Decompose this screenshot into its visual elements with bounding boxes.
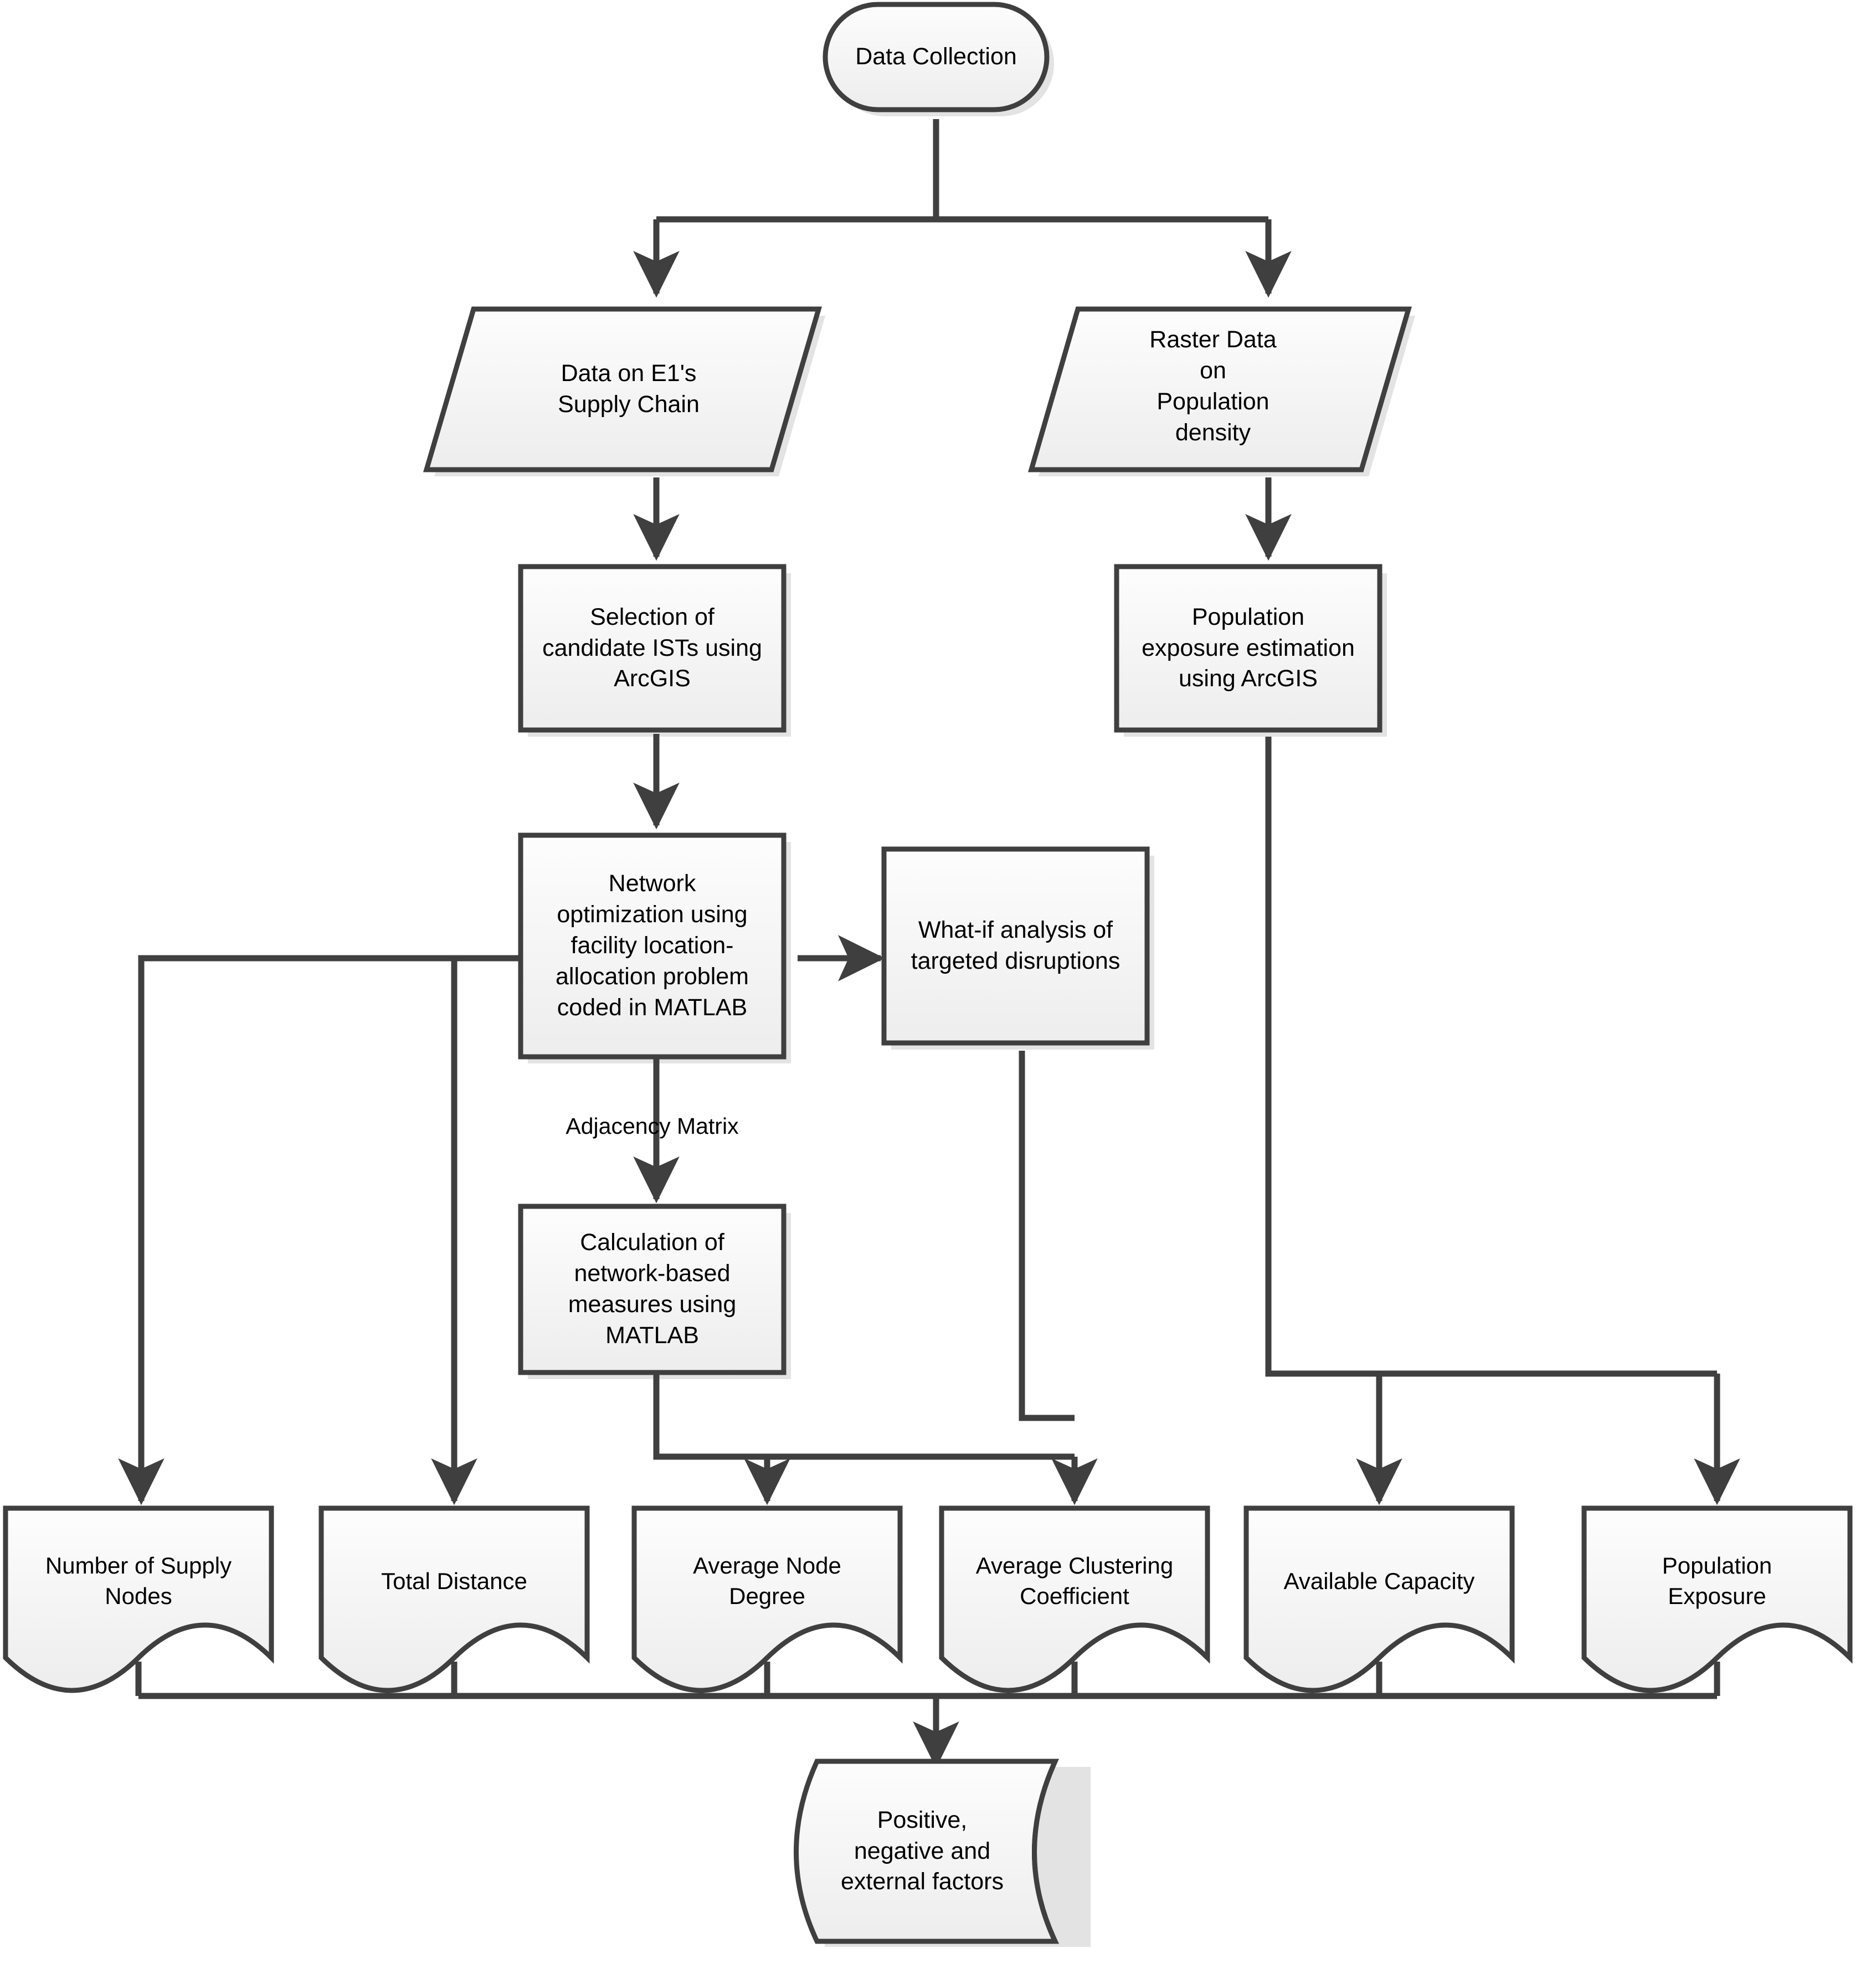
node-shape-available-capacity (1243, 1505, 1515, 1693)
edge-whatif-to-avg-clustering (1019, 1051, 1075, 1421)
node-shape-population-exposure (1581, 1505, 1853, 1693)
node-shape-network-optimization (518, 832, 787, 1060)
node-shape-what-if-analysis (881, 846, 1150, 1046)
node-shape-average-node-degree (631, 1505, 903, 1693)
node-shape-data-supply-chain (423, 306, 823, 472)
node-shape-raster-population (1028, 306, 1412, 472)
node-shape-average-clustering-coefficient (939, 1505, 1210, 1693)
node-shape-start (823, 2, 1050, 112)
node-shape-calculation-measures (518, 1204, 787, 1375)
edge-label-adjacency-matrix: Adjacency Matrix (566, 1113, 739, 1139)
edge-exposure-bus (1265, 737, 1717, 1377)
node-shape-total-distance (318, 1505, 590, 1693)
node-shape-number-supply-nodes (3, 1505, 274, 1693)
edge-network-opt-to-number-supply-nodes (118, 955, 521, 1505)
node-shape-population-exposure-estimation (1114, 564, 1382, 733)
node-shape-selection-ists (518, 564, 787, 733)
node-shape-factors (794, 1759, 1060, 1944)
edge-calculation-bus (653, 1375, 1075, 1460)
node-shape-factors-cylinder-edge (1032, 1760, 1058, 1942)
edge-network-opt-to-total-distance (431, 955, 521, 1505)
